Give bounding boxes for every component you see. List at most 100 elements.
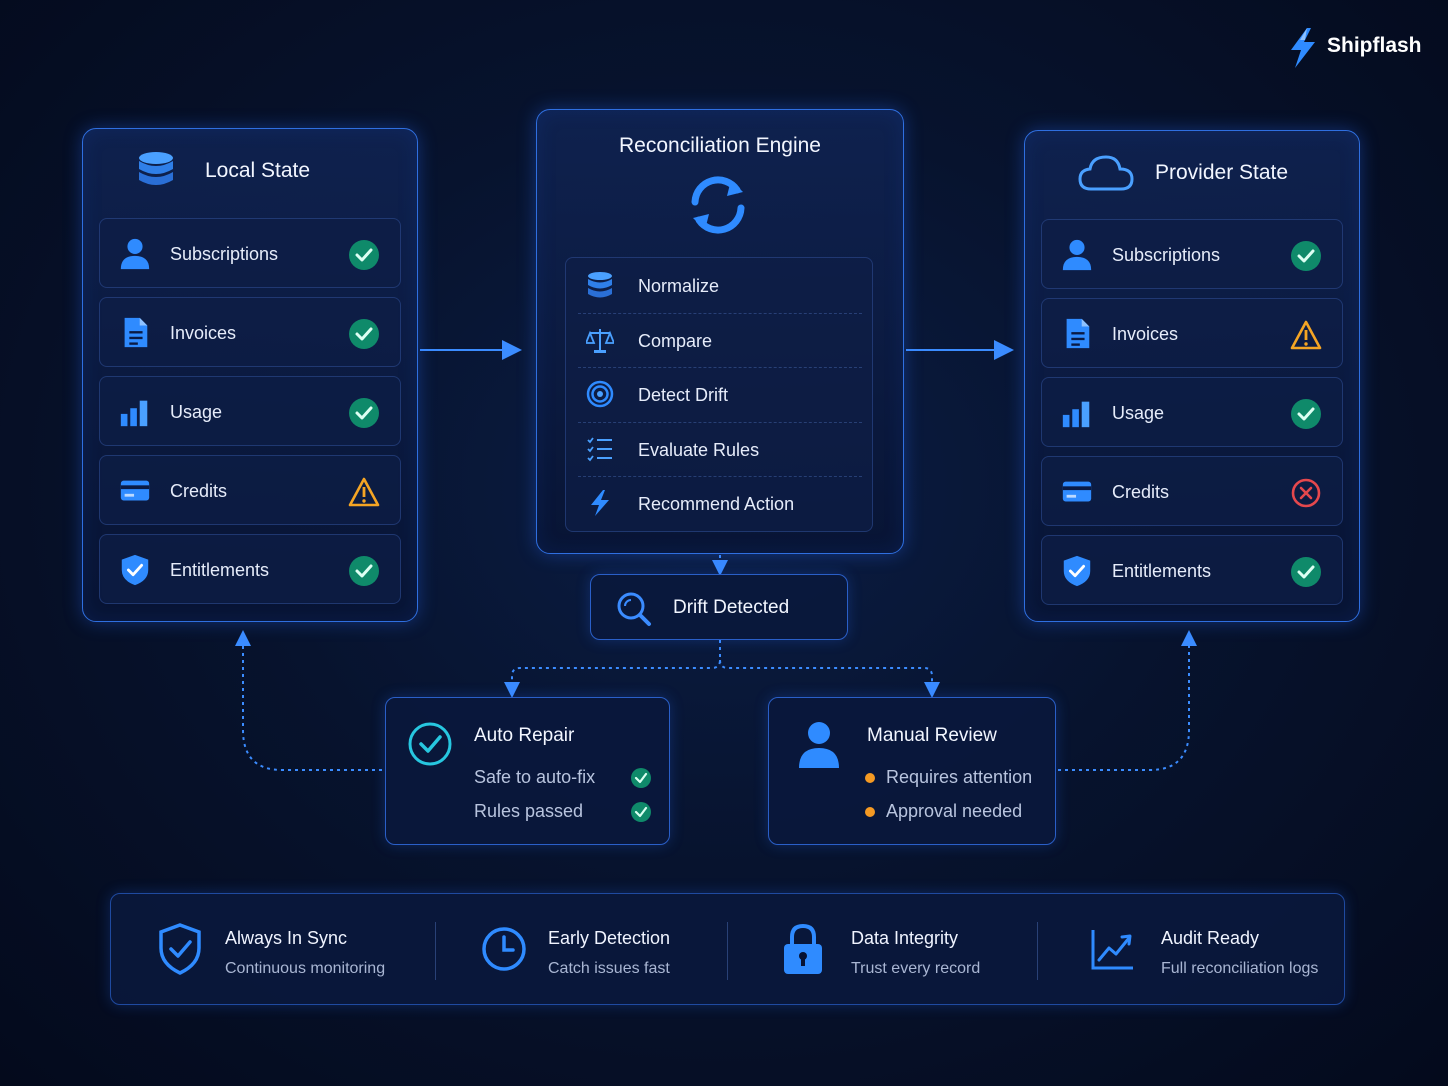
check-badge-icon [631,768,651,788]
sync-icon [691,176,745,234]
state-row-label: Subscriptions [1112,245,1221,265]
cloud-icon [1078,155,1134,191]
database-icon [139,152,173,185]
brand-logo: Shipflash [1283,26,1433,70]
bullet-dot [865,773,875,783]
state-row-entitlements[interactable]: Entitlements [1041,535,1343,605]
check-circle-icon [408,722,452,766]
state-row-label: Usage [170,402,223,422]
auto-repair-item: Rules passed [474,801,584,821]
bar-chart-icon [120,400,148,427]
check-badge-icon [349,556,379,586]
magnifier-icon [617,592,651,626]
check-badge-icon [349,319,379,349]
engine-step-recommend-action[interactable]: Recommend Action [566,476,874,530]
state-row-invoices[interactable]: Invoices [99,297,401,367]
shield-check-icon [159,923,201,975]
clock-icon [482,927,526,971]
engine-step-label: Recommend Action [638,494,795,515]
auto-repair-box[interactable]: Auto Repair Safe to auto-fix Rules passe… [385,697,670,845]
features-footer: Always In Sync Continuous monitoring Ear… [110,893,1345,1005]
check-badge-icon [631,802,651,822]
state-row-credits[interactable]: Credits [99,455,401,525]
check-badge-icon [349,240,379,270]
state-row-entitlements[interactable]: Entitlements [99,534,401,604]
scale-icon [586,328,614,353]
state-row-label: Credits [170,481,228,501]
brand-name: Shipflash [1327,34,1422,57]
state-row-invoices[interactable]: Invoices [1041,298,1343,368]
state-row-usage[interactable]: Usage [99,376,401,446]
lightning-icon [591,490,609,517]
engine-step-evaluate-rules[interactable]: Evaluate Rules [566,422,874,476]
user-icon [1062,239,1092,271]
check-badge-icon [1291,557,1321,587]
state-row-label: Entitlements [1112,561,1212,581]
engine-title: Reconciliation Engine [619,134,821,157]
state-row-label: Subscriptions [170,244,279,264]
checklist-icon [587,437,612,462]
state-row-usage[interactable]: Usage [1041,377,1343,447]
step-divider [578,312,862,314]
target-icon [586,380,614,408]
divider [1037,922,1038,980]
manual-review-box[interactable]: Manual Review Requires attention Approva… [768,697,1056,845]
engine-step-compare[interactable]: Compare [566,313,874,367]
error-icon [1291,478,1321,508]
credit-card-icon [120,480,150,501]
check-badge-icon [1291,399,1321,429]
credit-card-icon [1062,481,1092,502]
state-row-subscriptions[interactable]: Subscriptions [99,218,401,288]
state-row-label: Usage [1112,403,1165,423]
manual-review-item: Requires attention [886,767,1033,787]
feature-title: Early Detection [548,928,671,948]
provider-state-title: Provider State [1155,161,1289,184]
state-row-label: Invoices [1112,324,1179,344]
drift-detected-box[interactable]: Drift Detected [590,574,848,640]
engine-step-label: Detect Drift [638,385,729,406]
bullet-dot [865,807,875,817]
state-row-subscriptions[interactable]: Subscriptions [1041,219,1343,289]
feature-subtitle: Full reconciliation logs [1161,960,1319,977]
check-badge-icon [349,398,379,428]
bar-chart-icon [1062,401,1090,428]
engine-step-label: Evaluate Rules [638,439,760,460]
drift-detected-label: Drift Detected [673,597,790,618]
state-row-credits[interactable]: Credits [1041,456,1343,526]
feature-title: Data Integrity [851,928,959,948]
shield-check-icon [121,554,149,586]
lightning-logo-icon [1291,28,1315,68]
user-icon [799,722,839,768]
user-icon [120,238,150,270]
state-row-label: Credits [1112,482,1170,502]
feature-subtitle: Trust every record [851,960,981,977]
warning-icon [348,477,380,507]
document-icon [1066,318,1090,349]
database-icon [588,272,612,298]
engine-step-label: Normalize [638,276,720,296]
document-icon [124,317,148,348]
trend-chart-icon [1091,930,1133,970]
engine-step-label: Compare [638,330,713,351]
step-divider [578,476,862,478]
engine-step-detect-drift[interactable]: Detect Drift [566,367,874,421]
feature-title: Always In Sync [225,928,348,948]
state-row-label: Entitlements [170,560,270,580]
feature-subtitle: Continuous monitoring [225,960,386,977]
shield-check-icon [1063,555,1091,587]
engine-step-normalize[interactable]: Normalize [566,258,874,312]
check-badge-icon [1291,241,1321,271]
feature-subtitle: Catch issues fast [548,960,670,977]
divider [727,922,728,980]
warning-icon [1290,320,1322,350]
auto-repair-title: Auto Repair [474,725,575,746]
step-divider [578,421,862,423]
manual-review-item: Approval needed [886,801,1023,821]
lock-icon [784,923,822,974]
local-state-title: Local State [205,159,311,182]
